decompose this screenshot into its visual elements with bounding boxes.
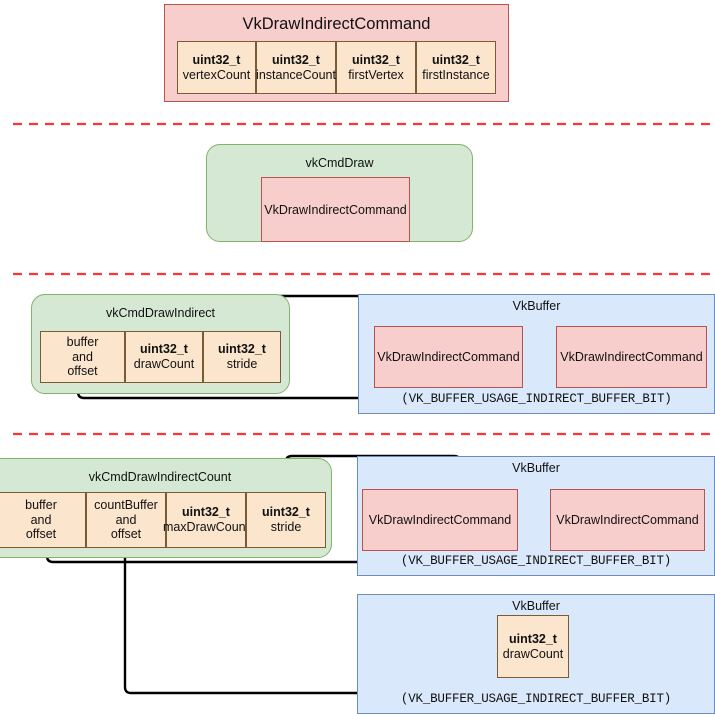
- buffer-title: VkBuffer: [512, 599, 560, 613]
- param-buffer-offset: buffer and offset: [0, 492, 86, 548]
- field-name: firstVertex: [348, 67, 404, 82]
- buffer-command-1: VkDrawIndirectCommand: [550, 489, 705, 551]
- command-title: vkCmdDrawIndirectCount: [88, 470, 232, 484]
- struct-field-vertexcount: uint32_t vertexCount: [177, 41, 256, 94]
- param-stride: uint32_t stride: [203, 331, 281, 383]
- field-type: uint32_t: [509, 631, 557, 646]
- buffer-command-label: VkDrawIndirectCommand: [560, 350, 703, 364]
- param-type: uint32_t: [262, 505, 310, 520]
- param-name: drawCount: [133, 357, 195, 371]
- param-label: buffer: [66, 334, 99, 349]
- param-label: countBuffer: [94, 497, 158, 512]
- field-name: firstInstance: [422, 67, 490, 82]
- param-type: uint32_t: [182, 505, 230, 520]
- param-label: buffer: [25, 497, 57, 512]
- buffer-command-0: VkDrawIndirectCommand: [362, 489, 518, 551]
- param-maxdrawcount: uint32_t maxDrawCount: [162, 492, 250, 548]
- field-type: uint32_t: [432, 52, 480, 67]
- buffer-usage: (VK_BUFFER_USAGE_INDIRECT_BUFFER_BIT): [400, 692, 672, 706]
- command-title: vkCmdDraw: [305, 156, 374, 170]
- buffer-command-label: VkDrawIndirectCommand: [377, 350, 520, 364]
- param-name: maxDrawCount: [162, 520, 250, 534]
- field-name: drawCount: [502, 646, 564, 661]
- field-name: instanceCount: [256, 67, 336, 82]
- param-type: uint32_t: [218, 342, 266, 357]
- field-name: vertexCount: [182, 67, 251, 82]
- buffer-command-1: VkDrawIndirectCommand: [556, 326, 707, 388]
- param-stride: uint32_t stride: [246, 492, 326, 548]
- buffer-usage: (VK_BUFFER_USAGE_INDIRECT_BUFFER_BIT): [401, 392, 672, 406]
- buffer-command-0: VkDrawIndirectCommand: [374, 326, 523, 388]
- struct-title: VkDrawIndirectCommand: [242, 15, 431, 33]
- buffer-title: VkBuffer: [512, 461, 560, 475]
- command-title: vkCmdDrawIndirect: [105, 306, 216, 320]
- struct-field-firstinstance: uint32_t firstInstance: [416, 41, 496, 94]
- param-buffer-offset: buffer and offset: [40, 331, 125, 383]
- param-countbuffer-offset: countBuffer and offset: [86, 492, 166, 548]
- field-type: uint32_t: [192, 52, 241, 67]
- param-drawcount: uint32_t drawCount: [125, 331, 203, 383]
- inner-command-label: VkDrawIndirectCommand: [264, 202, 407, 217]
- param-name: stride: [270, 520, 302, 534]
- buffer-command-label: VkDrawIndirectCommand: [368, 513, 512, 527]
- param-name: stride: [226, 357, 258, 371]
- buffer-title: VkBuffer: [512, 299, 561, 313]
- field-type: uint32_t: [272, 52, 320, 67]
- buffer-usage: (VK_BUFFER_USAGE_INDIRECT_BUFFER_BIT): [400, 554, 672, 568]
- struct-field-firstvertex: uint32_t firstVertex: [336, 41, 416, 94]
- vkcmddraw-inner-command: VkDrawIndirectCommand: [261, 177, 410, 242]
- param-type: uint32_t: [140, 342, 188, 357]
- buffer-command-label: VkDrawIndirectCommand: [556, 513, 699, 527]
- struct-field-instancecount: uint32_t instanceCount: [256, 41, 336, 94]
- count-buffer-drawcount-field: uint32_t drawCount: [497, 615, 569, 678]
- field-type: uint32_t: [352, 52, 400, 67]
